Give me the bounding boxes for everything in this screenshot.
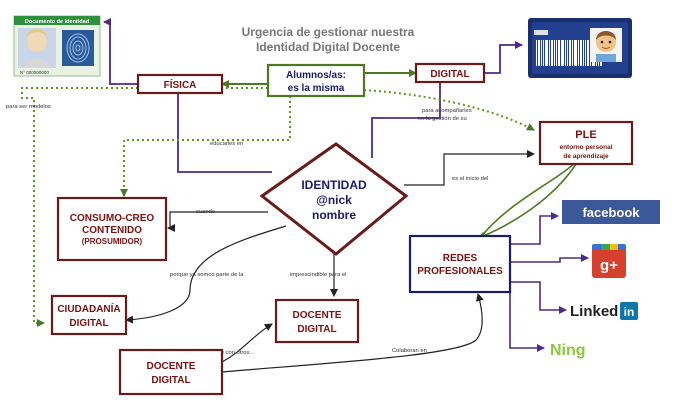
- node-docente-1-line1: DOCENTE: [293, 310, 342, 321]
- node-redes[interactable]: REDES PROFESIONALES: [408, 234, 512, 294]
- label-para-ser-modelos: para ser modelos: [6, 104, 51, 110]
- linkedin-in-badge: in: [624, 305, 635, 319]
- node-identidad-line3: nombre: [312, 208, 356, 222]
- node-digital[interactable]: DIGITAL: [414, 62, 486, 84]
- node-digital-label: DIGITAL: [430, 69, 469, 80]
- node-docente-2[interactable]: DOCENTE DIGITAL: [118, 348, 224, 396]
- node-docente-1[interactable]: DOCENTE DIGITAL: [274, 298, 360, 344]
- label-imprescindible: imprescindible para el: [290, 272, 346, 278]
- edge-identidad-consumo: [167, 211, 268, 232]
- linkedin-logo-text: Linked: [570, 303, 618, 320]
- node-consumo-line1: CONSUMO-CREO: [70, 213, 155, 224]
- label-educarles-en: educarles en: [210, 141, 243, 147]
- edge-dotted-ple: [363, 89, 535, 131]
- edge-fisica-identidad: [177, 92, 272, 173]
- node-docente-2-line1: DOCENTE: [147, 361, 196, 372]
- edge-redes-ple: [479, 157, 581, 239]
- node-docente-2-line2: DIGITAL: [151, 375, 190, 386]
- barcode-bar: [567, 40, 568, 66]
- barcode-bar: [585, 40, 586, 66]
- label-porque: porque ya somos parte de la: [170, 272, 244, 278]
- barcode-bar: [551, 40, 553, 66]
- barcode-bar: [554, 40, 555, 66]
- google-plus-logo-text: g+: [600, 257, 618, 274]
- id-face-icon: [27, 32, 47, 52]
- barcode-bar: [541, 40, 542, 66]
- edge-identidad-ple: [404, 150, 535, 186]
- barcode-bar: [569, 40, 571, 66]
- label-acompanarles-1: para acompañarles: [422, 108, 472, 114]
- node-ciudadania-line2: DIGITAL: [69, 318, 108, 329]
- node-consumo[interactable]: CONSUMO-CREO CONTENIDO (PROSUMIDOR): [56, 196, 168, 262]
- edge-redes-linkedin: [500, 281, 567, 314]
- node-ple-sub1: entorno personal: [559, 144, 612, 151]
- barcode-bar: [578, 40, 579, 66]
- barcode-bar: [538, 40, 540, 66]
- node-alumnos-line2: es la misma: [288, 83, 345, 94]
- barcode-bar: [580, 40, 582, 66]
- node-ple-sub2: de aprendizaje: [563, 153, 609, 160]
- label-cuando: cuando: [196, 209, 215, 215]
- edge-digital-card: [484, 41, 523, 74]
- node-identidad-line2: @nick: [316, 193, 352, 207]
- label-es-inicio: es el inicio del: [452, 176, 488, 182]
- edge-redes-gplus: [510, 254, 589, 263]
- node-alumnos[interactable]: Alumnos/as: es la misma: [266, 63, 366, 98]
- node-consumo-line3: (PROSUMIDOR): [82, 237, 143, 246]
- label-que-con-otros: Que con otros...: [213, 350, 255, 356]
- barcode-bar: [574, 40, 577, 66]
- barcode-bar: [572, 40, 573, 66]
- ning-logo-text: Ning: [550, 342, 586, 359]
- node-ciudadania-line1: CIUDADANÍA: [57, 302, 120, 315]
- label-colaboran-en: Colaboran en: [392, 348, 427, 354]
- barcode-bar: [558, 40, 560, 66]
- title-line2: Identidad Digital Docente: [256, 40, 400, 54]
- node-ple[interactable]: PLE entorno personal de aprendizaje: [538, 120, 634, 166]
- barcode-bar: [556, 40, 557, 66]
- barcode-bar: [549, 40, 550, 66]
- barcode-bar: [587, 40, 589, 66]
- edge-dotted-ciudadania: [21, 87, 268, 327]
- id-card-header: Documento de Identidad: [25, 19, 89, 25]
- facebook-logo-text: facebook: [582, 205, 640, 220]
- facebook-logo[interactable]: facebook: [562, 200, 660, 224]
- node-redes-line2: PROFESIONALES: [417, 266, 503, 277]
- edge-fisica-idcard: [103, 18, 138, 85]
- node-identidad[interactable]: IDENTIDAD @nick nombre: [259, 142, 409, 256]
- barcode-bar: [543, 40, 544, 66]
- node-alumnos-line1: Alumnos/as:: [286, 70, 346, 81]
- edge-docente2-redes: [221, 293, 484, 373]
- id-card-footer: N° 000000000: [20, 70, 49, 75]
- label-acompanarles-2: en la gestión de su: [418, 116, 467, 122]
- barcode-bar: [583, 40, 584, 66]
- google-plus-logo[interactable]: g+: [592, 244, 626, 278]
- barcode-bar: [536, 40, 537, 66]
- node-docente-1-line2: DIGITAL: [297, 324, 336, 335]
- edge-redes-ning: [500, 289, 545, 352]
- edge-identidad-ciudadania: [125, 225, 287, 324]
- node-consumo-line2: CONTENIDO: [82, 225, 142, 236]
- barcode-bar: [561, 40, 564, 66]
- edge-dotted-consumo: [120, 96, 291, 197]
- title-line1: Urgencia de gestionar nuestra: [242, 25, 415, 39]
- node-fisica[interactable]: FÍSICA: [136, 73, 224, 95]
- node-ciudadania[interactable]: CIUDADANÍA DIGITAL: [50, 294, 128, 336]
- id-card-photo: Documento de Identidad N° 000000000: [13, 15, 101, 77]
- linkedin-logo[interactable]: Linked in: [570, 302, 638, 320]
- ning-logo[interactable]: Ning: [550, 342, 586, 359]
- barcode-bar: [565, 40, 566, 66]
- avatar-icon: [590, 28, 622, 62]
- node-identidad-line1: IDENTIDAD: [301, 178, 367, 192]
- node-ple-title: PLE: [575, 129, 596, 141]
- edge-ple-redes: [477, 149, 585, 240]
- node-fisica-label: FÍSICA: [164, 78, 197, 91]
- edge-redes-facebook: [510, 212, 559, 245]
- edge-docente2-docente1: [221, 323, 273, 363]
- node-redes-line1: REDES: [443, 253, 478, 264]
- fingerprint-icon: [62, 30, 94, 66]
- barcode-card-icon: [528, 18, 632, 78]
- barcode-bar: [545, 40, 548, 66]
